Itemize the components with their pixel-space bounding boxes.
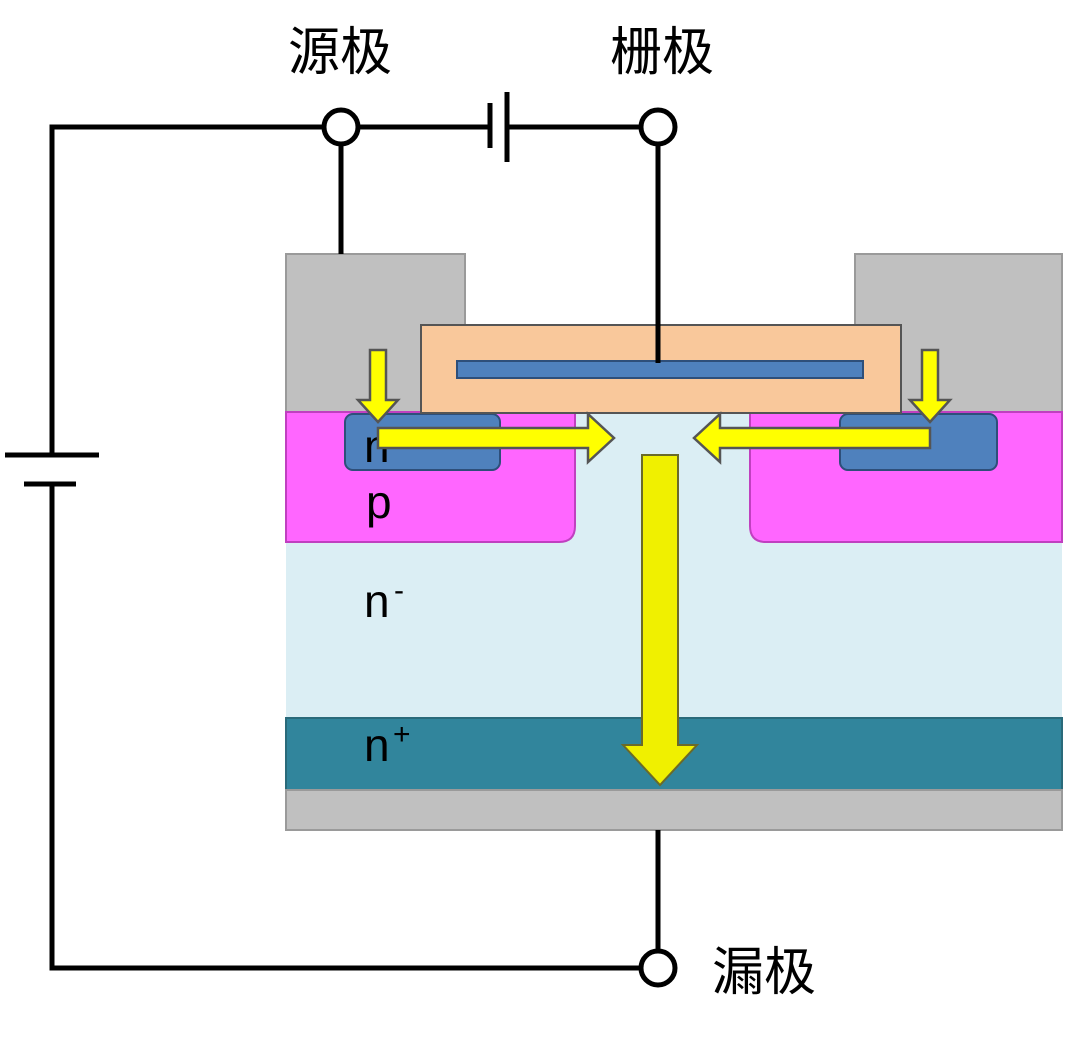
arrow-down-drift [620, 454, 700, 787]
n-plus-substrate-superscript: + [393, 718, 411, 751]
n-minus-label: n [364, 575, 390, 627]
circuit-wiring [5, 92, 678, 988]
source-terminal [321, 107, 361, 147]
drain-label: 漏极 [712, 943, 816, 1003]
gate-label: 栅极 [610, 23, 714, 83]
source-label: 源极 [288, 23, 392, 83]
arrow-down-left-source [355, 348, 401, 424]
drain-terminal [638, 948, 678, 988]
terminal-labels: 源极 栅极 漏极 [288, 23, 816, 1003]
arrow-down-right-source [907, 348, 953, 424]
arrow-left-channel [692, 411, 932, 465]
electron-flow-arrows [355, 348, 953, 787]
p-body-label: p [366, 476, 392, 528]
gate-terminal [638, 107, 678, 147]
n-minus-superscript: - [394, 574, 404, 607]
drain-metal-layer [285, 789, 1063, 831]
gate-electrode [456, 360, 864, 379]
arrow-right-channel [376, 411, 616, 465]
wire-outer-loop-bottom [49, 484, 658, 971]
n-plus-substrate-label: n [364, 719, 390, 771]
wire-outer-loop-top [49, 124, 341, 455]
